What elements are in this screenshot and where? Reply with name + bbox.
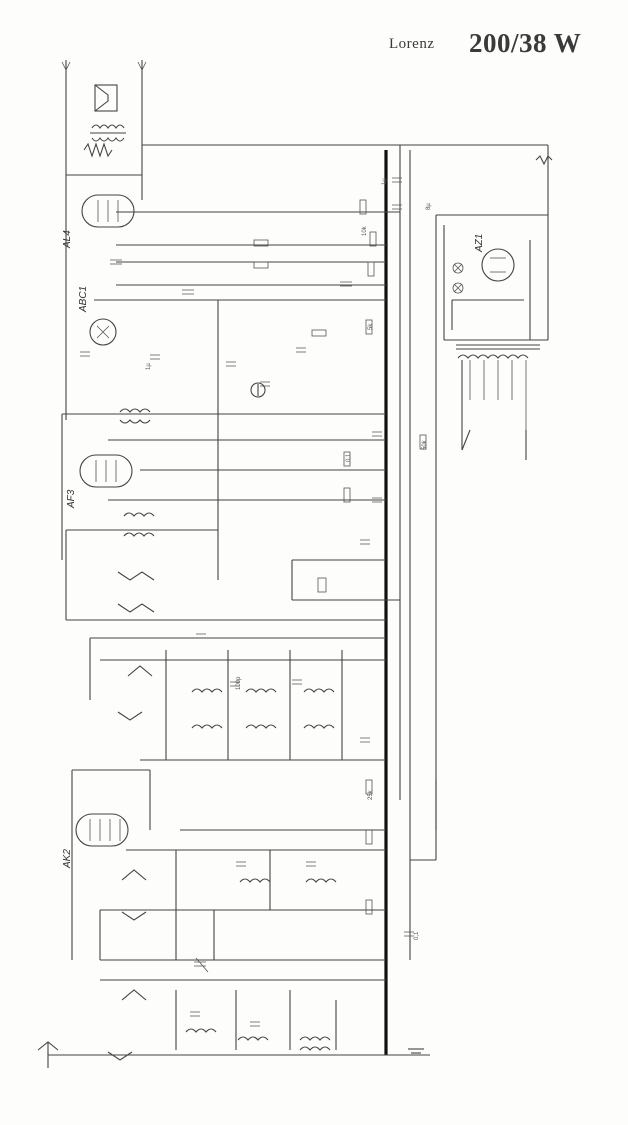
brand-name: Lorenz: [389, 36, 435, 52]
component-value-marks: 1µ 8µ 10k 5k 1µ 0,1 50k 100p 25k 0,1: [146, 178, 432, 940]
coil-set: [119, 408, 337, 1051]
loudspeaker-icon: [61, 61, 147, 112]
tube-label-al4: AL4: [62, 230, 73, 249]
model-number: 200/38 W: [469, 28, 582, 58]
tube-label-abc1: ABC1: [78, 286, 89, 313]
tube-label-az1: AZ1: [474, 234, 485, 253]
resistor-bank: [253, 199, 427, 915]
pilot-lamp-icon: [452, 262, 464, 294]
svg-text:8µ: 8µ: [426, 203, 432, 210]
svg-text:5k: 5k: [368, 323, 374, 330]
tube-af3: AF3: [66, 454, 133, 509]
tube-az1: AZ1: [474, 234, 515, 282]
svg-text:50k: 50k: [422, 439, 428, 450]
tube-abc1: ABC1: [78, 286, 117, 346]
tuning-capacitor: [194, 381, 270, 973]
svg-text:0,1: 0,1: [346, 453, 352, 462]
antenna-icon: [37, 1041, 100, 1068]
svg-text:25k: 25k: [368, 789, 374, 800]
svg-text:1µ: 1µ: [382, 178, 388, 185]
tube-label-ak2: AK2: [62, 849, 73, 869]
band-switch-set: [107, 571, 155, 1061]
power-supply-section: [436, 155, 553, 341]
svg-text:100p: 100p: [236, 676, 242, 690]
svg-text:10k: 10k: [362, 225, 368, 236]
mains-transformer: [456, 344, 540, 460]
ground-symbol: [408, 1048, 424, 1054]
svg-text:0,1: 0,1: [414, 931, 420, 940]
svg-text:1µ: 1µ: [146, 363, 152, 370]
plus-rail: [65, 60, 549, 960]
tube-ak2: AK2: [62, 813, 129, 869]
tube-al4: AL4: [62, 194, 135, 249]
signal-wiring: [61, 300, 437, 1056]
output-transformer: [83, 124, 126, 158]
tube-label-af3: AF3: [66, 489, 77, 509]
capacitor-set: [80, 177, 414, 1027]
